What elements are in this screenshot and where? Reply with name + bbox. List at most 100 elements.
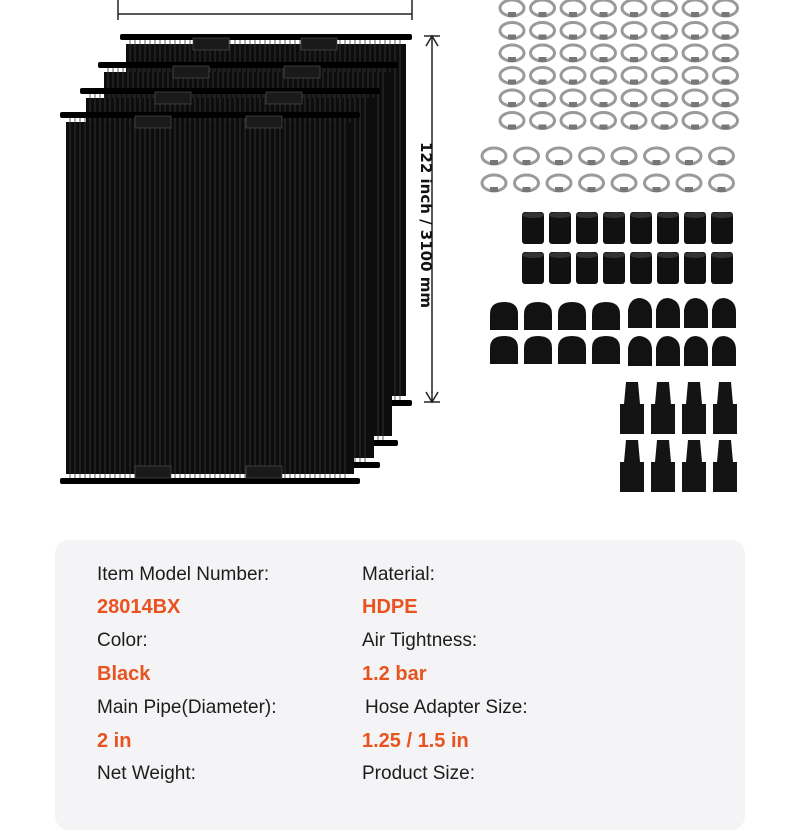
- clamp-screw: [660, 57, 669, 62]
- header-pipe: [60, 112, 360, 118]
- coupler: [576, 212, 598, 244]
- hose-adapter: [651, 440, 675, 492]
- hose-adapter: [682, 440, 706, 492]
- end-cap: [592, 336, 620, 364]
- clamp-screw: [652, 160, 661, 165]
- clamp-screw: [660, 102, 669, 107]
- panel-strap: [300, 37, 338, 51]
- hose-adapter: [682, 382, 706, 434]
- clamp-screw: [538, 102, 547, 107]
- spec-label-color: Color:: [97, 630, 148, 651]
- coupler-rim: [549, 212, 571, 218]
- spec-value-model: 28014BX: [97, 596, 181, 618]
- clamp-screw: [691, 34, 699, 40]
- coupler: [522, 252, 544, 284]
- clamp-screw: [599, 79, 608, 85]
- clamp-screw: [691, 124, 699, 130]
- coupler: [549, 212, 571, 244]
- coupler-rim: [522, 252, 544, 258]
- coupler-rim: [684, 212, 706, 218]
- spec-value-air-tightness: 1.2 bar: [362, 663, 427, 685]
- spec-value-hose-adapter: 1.25 / 1.5 in: [362, 730, 469, 752]
- clamp-screw: [721, 102, 730, 107]
- clamp-screw: [630, 79, 638, 85]
- coupler: [684, 212, 706, 244]
- clamp-screw: [599, 57, 608, 62]
- coupler-rim: [657, 252, 679, 258]
- clamp-screw: [721, 57, 730, 62]
- clamp-screw: [660, 124, 669, 130]
- clamp-screw: [555, 160, 563, 165]
- elbow-cap: [712, 336, 736, 366]
- panel-strap: [283, 65, 321, 79]
- clamp-screw: [508, 12, 516, 17]
- spec-label-net-weight: Net Weight:: [97, 763, 196, 784]
- coupler-rim: [576, 212, 598, 218]
- coupler-rim: [711, 252, 733, 258]
- elbow-cap: [628, 298, 652, 328]
- end-cap: [558, 336, 586, 364]
- hose-adapter: [713, 382, 737, 434]
- clamp-screw: [538, 34, 547, 40]
- clamp-screw: [717, 160, 726, 165]
- clamp-screw: [599, 12, 608, 17]
- hose-adapter: [620, 440, 644, 492]
- coupler-rim: [576, 252, 598, 258]
- coupler: [603, 252, 625, 284]
- clamp-screw: [620, 160, 628, 165]
- height-dimension-label: 122 inch / 3100 mm: [417, 141, 435, 309]
- end-cap: [490, 302, 518, 330]
- clamp-screw: [555, 187, 563, 192]
- coupler: [711, 252, 733, 284]
- clamp-screw: [587, 160, 596, 165]
- clamp-screw: [538, 12, 547, 17]
- spec-card: Item Model Number: 28014BX Material: HDP…: [55, 540, 745, 830]
- end-cap: [558, 302, 586, 330]
- end-cap: [592, 302, 620, 330]
- coupler: [576, 252, 598, 284]
- elbow-cap: [684, 336, 708, 366]
- clamp-screw: [652, 187, 661, 192]
- clamp-screw: [508, 124, 516, 130]
- product-drawing: [60, 0, 739, 492]
- clamp-screw: [508, 34, 516, 40]
- spec-label-material: Material:: [362, 564, 435, 585]
- clamp-screw: [569, 102, 577, 107]
- coupler-rim: [630, 212, 652, 218]
- clamp-screw: [717, 187, 726, 192]
- elbow-cap: [656, 298, 680, 328]
- clamp-screw: [620, 187, 628, 192]
- clamp-screw: [508, 57, 516, 62]
- clamp-screw: [630, 57, 638, 62]
- clamp-screw: [685, 187, 693, 192]
- hose-adapter: [620, 382, 644, 434]
- end-cap: [524, 336, 552, 364]
- clamp-screw: [569, 79, 577, 85]
- end-cap: [490, 336, 518, 364]
- elbow-cap: [684, 298, 708, 328]
- header-pipe: [60, 478, 360, 484]
- hose-adapter: [713, 440, 737, 492]
- panel-strap: [154, 91, 192, 105]
- hose-adapter: [651, 382, 675, 434]
- product-illustration: 122 inch / 3100 mm: [60, 0, 739, 492]
- coupler-rim: [549, 252, 571, 258]
- spec-value-main-pipe: 2 in: [97, 730, 132, 752]
- clamp-screw: [538, 79, 547, 85]
- clamp-screw: [522, 160, 531, 165]
- panel-strap: [134, 465, 172, 479]
- clamp-screw: [630, 34, 638, 40]
- coupler: [522, 212, 544, 244]
- clamp-screw: [569, 12, 577, 17]
- clamp-screw: [660, 12, 669, 17]
- panel-strap: [172, 65, 210, 79]
- clamp-screw: [538, 124, 547, 130]
- coupler-rim: [522, 212, 544, 218]
- coupler: [711, 212, 733, 244]
- clamp-screw: [691, 57, 699, 62]
- clamp-screw: [508, 102, 516, 107]
- clamp-screw: [569, 124, 577, 130]
- coupler-rim: [711, 212, 733, 218]
- spec-label-hose-adapter: Hose Adapter Size:: [365, 697, 528, 718]
- clamp-screw: [587, 187, 596, 192]
